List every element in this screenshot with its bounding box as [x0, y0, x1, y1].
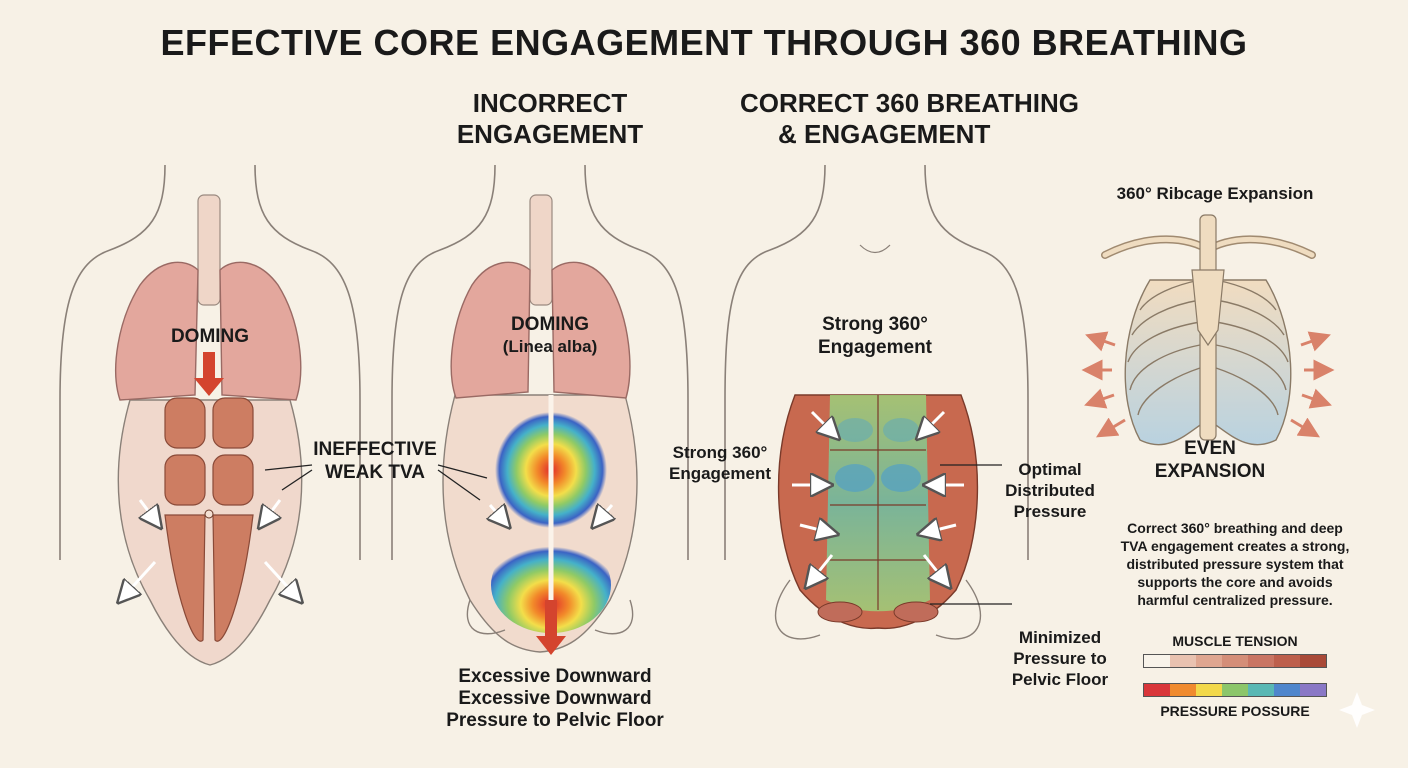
muscle-tension-swatch-3	[1222, 655, 1248, 667]
optimal-line-3: Pressure	[1013, 502, 1087, 521]
excessive-pressure-label: Excessive Downward Excessive Downward Pr…	[420, 666, 690, 732]
description-line-1: Correct 360° breathing and deep	[1127, 520, 1343, 536]
optimal-pressure-label: Optimal Distributed Pressure	[995, 459, 1105, 522]
pressure-legend-title: PRESSURE POSSURE	[1160, 703, 1310, 719]
pressure-swatch-0	[1144, 684, 1170, 696]
pressure-swatch-6	[1300, 684, 1326, 696]
optimal-line-1: Optimal	[1018, 460, 1082, 479]
even-line-1: EVEN	[1184, 438, 1236, 459]
ribcage-title: 360° Ribcage Expansion	[1116, 184, 1314, 203]
description-line-3: distributed pressure system that	[1126, 556, 1344, 572]
muscle-tension-swatch-2	[1196, 655, 1222, 667]
heading-correct-line-2: & ENGAGEMENT	[778, 119, 991, 149]
left-lung	[115, 261, 199, 401]
ineffective-line-2: WEAK TVA	[325, 462, 425, 483]
heading-incorrect: INCORRECT ENGAGEMENT	[430, 88, 670, 150]
pressure-swatch-3	[1222, 684, 1248, 696]
excessive-line-2: Excessive Downward	[458, 688, 652, 709]
ineffective-label: INEFFECTIVE WEAK TVA	[300, 438, 450, 484]
strong-engagement-top: Strong 360° Engagement	[795, 313, 955, 359]
right-lung	[219, 261, 302, 401]
heading-incorrect-line-1: INCORRECT	[472, 88, 628, 118]
sparkle-icon	[1339, 692, 1375, 728]
even-expansion-label: EVEN EXPANSION	[1130, 437, 1290, 483]
description-line-4: supports the core and avoids	[1137, 574, 1333, 590]
minimized-line-3: Pelvic Floor	[1011, 670, 1109, 689]
torso-figure-2	[391, 164, 689, 655]
description-line-5: harmful centralized pressure.	[1137, 592, 1333, 608]
pressure-swatch-2	[1196, 684, 1222, 696]
muscle-tension-swatch-1	[1170, 655, 1196, 667]
minimized-line-2: Pressure to	[1013, 649, 1107, 668]
strong-engagement-left: Strong 360° Engagement	[655, 442, 785, 484]
page-title: EFFECTIVE CORE ENGAGEMENT THROUGH 360 BR…	[160, 22, 1248, 63]
strong-left-line-1: Strong 360°	[672, 443, 768, 462]
heading-incorrect-line-2: ENGAGEMENT	[456, 119, 644, 149]
muscle-tension-swatch-0	[1144, 655, 1170, 667]
muscle-tension-swatch-6	[1300, 655, 1326, 667]
muscle-tension-legend-title: MUSCLE TENSION	[1172, 633, 1298, 649]
strong-left-line-2: Engagement	[668, 464, 772, 483]
muscle-tension-scale	[1143, 654, 1327, 668]
heading-correct-line-1: CORRECT 360 BREATHING	[740, 88, 1080, 118]
torso-figure-3	[724, 164, 1029, 640]
strong-top-line-1: Strong 360°	[822, 314, 928, 335]
pressure-swatch-4	[1248, 684, 1274, 696]
pressure-swatch-1	[1170, 684, 1196, 696]
minimized-line-1: Minimized	[1018, 628, 1102, 647]
doming-arrow-1	[194, 352, 224, 396]
excessive-line-3: Pressure to Pelvic Floor	[446, 710, 664, 731]
muscle-tension-swatch-4	[1248, 655, 1274, 667]
ineffective-line-1: INEFFECTIVE	[313, 439, 437, 460]
description-line-2: TVA engagement creates a strong,	[1120, 538, 1350, 554]
minimized-pressure-label: Minimized Pressure to Pelvic Floor	[995, 627, 1125, 690]
optimal-line-2: Distributed	[1005, 481, 1095, 500]
doming-label-2: DOMING (Linea alba)	[480, 313, 620, 357]
pressure-scale	[1143, 683, 1327, 697]
strong-top-line-2: Engagement	[817, 337, 933, 358]
linea-alba-label: (Linea alba)	[502, 337, 598, 356]
pelvic-pressure-arrow	[536, 600, 566, 655]
muscle-tension-swatch-5	[1274, 655, 1300, 667]
torso-figure-1	[59, 164, 361, 666]
description-text: Correct 360° breathing and deep TVA enga…	[1110, 519, 1360, 609]
heading-correct: CORRECT 360 BREATHING & ENGAGEMENT	[740, 88, 1120, 150]
pressure-swatch-5	[1274, 684, 1300, 696]
ribcage-figure	[1081, 214, 1335, 446]
even-line-2: EXPANSION	[1154, 461, 1266, 482]
excessive-line-1: Excessive Downward	[458, 666, 652, 687]
doming-label-1: DOMING	[170, 326, 250, 347]
doming-line-2: DOMING	[510, 314, 590, 335]
